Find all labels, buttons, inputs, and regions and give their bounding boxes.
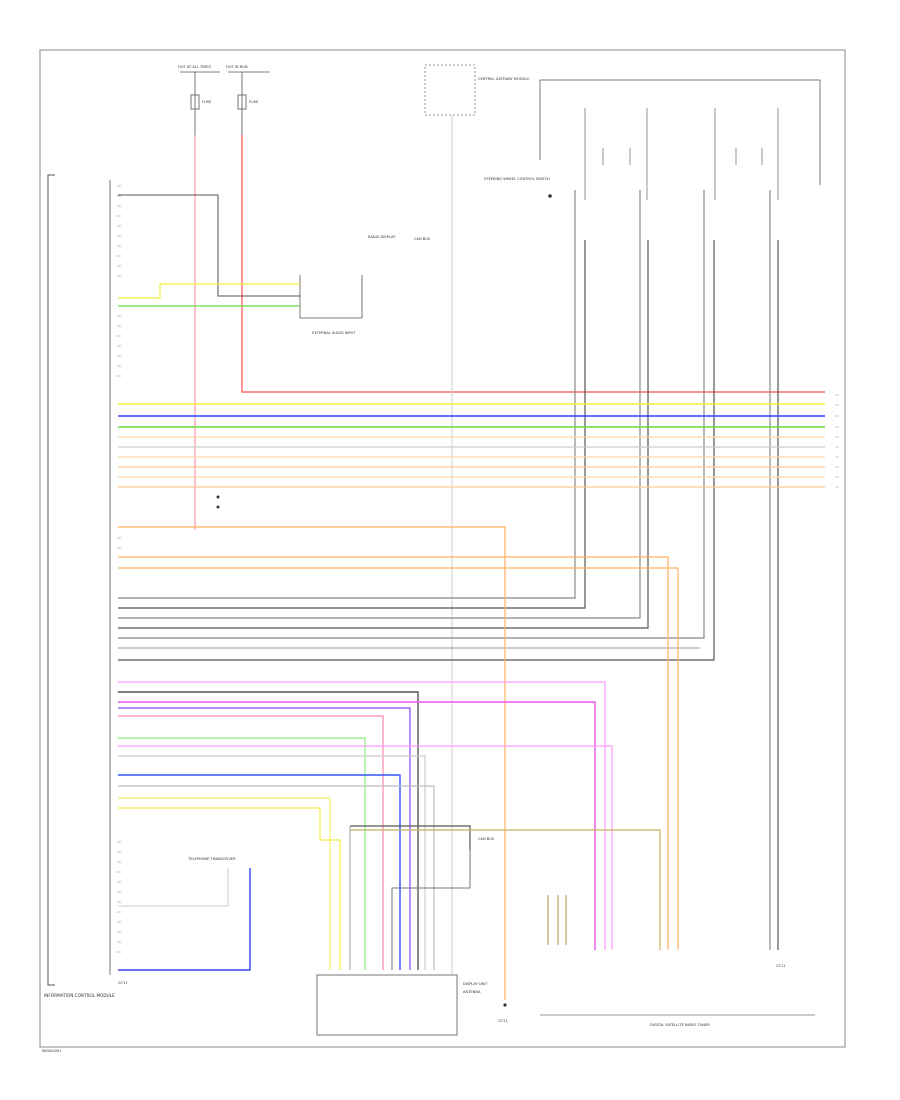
wire-can-dark (350, 825, 471, 850)
bus-ticks-right (835, 394, 839, 488)
upper-mid-module-label: EXTERNAL AUDIO INPUT (312, 331, 356, 335)
top-center-module-label: CENTRAL GATEWAY MODULE (478, 77, 530, 81)
bottom-small-label-1: ANTENNA (463, 990, 481, 994)
wire-low-gray-2 (118, 785, 435, 970)
horn-ground-label: G711 (776, 964, 786, 968)
fuse-name-2: FUSE (249, 100, 259, 104)
wire-can-olive (350, 829, 661, 950)
wire-switch-5 (118, 190, 705, 639)
mid-label-1: RADIO DISPLAY (368, 235, 396, 239)
bus-node-2 (216, 505, 220, 509)
left-module (47, 174, 111, 986)
steering-switch-frame (539, 79, 821, 185)
wire-low-green (118, 737, 366, 970)
steering-switch-label: STEERING WHEEL CONTROL SWITCH (484, 177, 550, 181)
bottom-center-module-label: DISPLAY UNIT (463, 982, 488, 986)
fuse-label-1: HOT AT ALL TIMES (178, 65, 212, 69)
wire-switch-3 (118, 190, 641, 619)
wire-low-magenta-1 (118, 681, 606, 950)
steering-switch-node (548, 194, 552, 198)
wire-telephone-gray (118, 868, 229, 907)
upper-mid-module (299, 275, 363, 319)
bottom-center-module (316, 974, 458, 1036)
fuse-name-1: FUSE (202, 100, 212, 104)
wire-upper-dark (118, 194, 300, 297)
wire-low-pink-2 (118, 745, 613, 950)
wire-low-dark-1 (118, 691, 419, 970)
wire-orange-3 (118, 567, 679, 950)
diagram-frame (39, 49, 846, 1048)
can-label: CAN BUS (478, 837, 495, 841)
wire-switch-4 (118, 240, 649, 629)
mid-label-2: CAN BUS (414, 237, 431, 241)
bottom-ground-node (503, 1003, 507, 1007)
wire-low-gray-1 (118, 755, 426, 970)
wire-low-pink-1 (118, 715, 384, 970)
telephone-module-label: TELEPHONE TRANSCEIVER (187, 857, 236, 861)
wire-fuse-feed-red (241, 135, 825, 393)
wire-low-yellow-1 (118, 797, 331, 970)
wire-orange-2 (118, 556, 669, 950)
wire-upper-yellow (118, 283, 300, 299)
wire-telephone-blue (118, 868, 251, 971)
fuse-label-2: HOT IN RUN (226, 65, 248, 69)
fuse-block (180, 71, 270, 135)
top-center-module (424, 64, 476, 116)
wire-low-magenta-2 (118, 701, 596, 950)
left-pin-ticks (117, 185, 121, 953)
wire-low-yellow-2 (118, 807, 341, 970)
ground-label: G711 (118, 981, 128, 985)
bottom-small-label-2: G711 (498, 1019, 508, 1023)
wire-orange-1 (118, 526, 506, 1000)
bus-node-1 (216, 495, 220, 499)
wire-switch-6 (118, 240, 715, 661)
wire-switch-2 (118, 240, 586, 609)
wire-switch-1 (118, 190, 576, 599)
steering-switches (584, 108, 779, 200)
left-module-label: INFORMATION CONTROL MODULE (44, 993, 115, 998)
wire-can-return (391, 850, 471, 970)
bottom-right-connectors (547, 895, 567, 945)
wire-low-violet (118, 707, 411, 970)
bottom-right-module-label: DIGITAL SATELLITE RADIO TUNER (650, 1023, 710, 1027)
wire-low-blue (118, 774, 401, 970)
footer-code: W0000001 (42, 1049, 62, 1053)
